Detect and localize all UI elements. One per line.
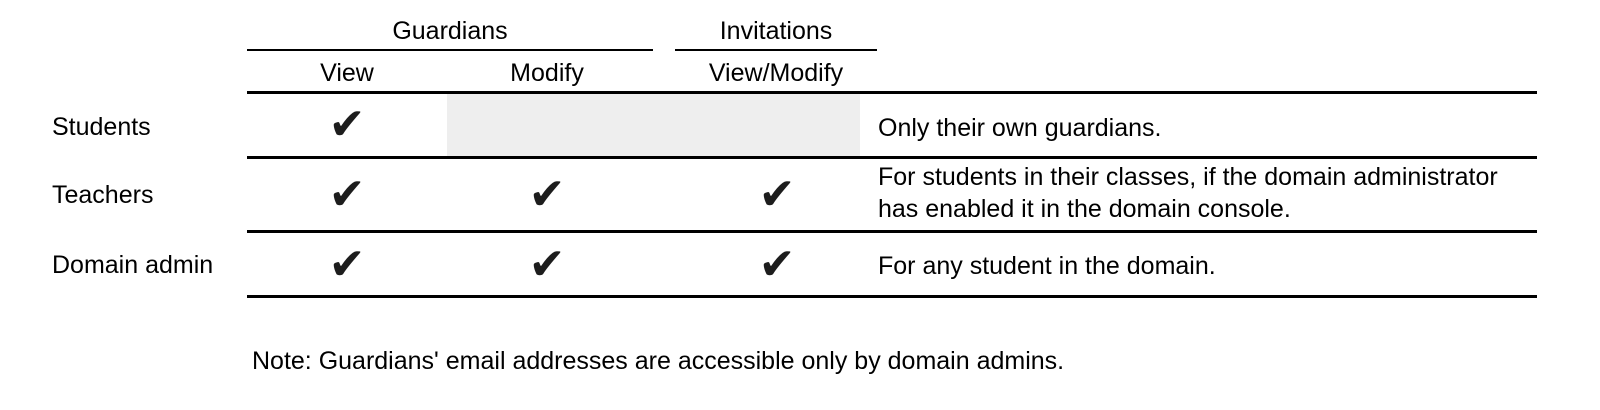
column-header-modify: Modify — [510, 59, 584, 87]
check-icon: ✔ — [758, 239, 796, 290]
row-label-domain-admin: Domain admin — [52, 251, 214, 279]
check-icon: ✔ — [328, 169, 366, 220]
row-label-teachers: Teachers — [52, 181, 154, 209]
column-header-view: View — [320, 59, 374, 87]
row-label-students: Students — [52, 113, 151, 141]
column-group-invitations: Invitations — [719, 17, 833, 45]
row-divider-students — [247, 156, 1537, 159]
note-teachers: For students in their classes, if the do… — [878, 163, 1498, 223]
note-students: Only their own guardians. — [878, 114, 1162, 142]
check-icon: ✔ — [328, 99, 366, 150]
note-domain-admin: For any student in the domain. — [878, 252, 1216, 280]
invitations-underline — [675, 49, 877, 51]
header-divider — [247, 91, 1537, 94]
check-icon: ✔ — [328, 239, 366, 290]
check-icon: ✔ — [528, 169, 566, 220]
row-divider-teachers — [247, 230, 1537, 233]
footnote: Note: Guardians' email addresses are acc… — [252, 347, 1065, 375]
check-icon: ✔ — [758, 169, 796, 220]
column-group-guardians: Guardians — [392, 17, 508, 45]
table-bottom-border — [247, 295, 1537, 298]
column-header-view-modify: View/Modify — [708, 59, 844, 87]
guardians-underline — [247, 49, 653, 51]
check-icon: ✔ — [528, 239, 566, 290]
students-disabled-cell — [447, 94, 860, 156]
